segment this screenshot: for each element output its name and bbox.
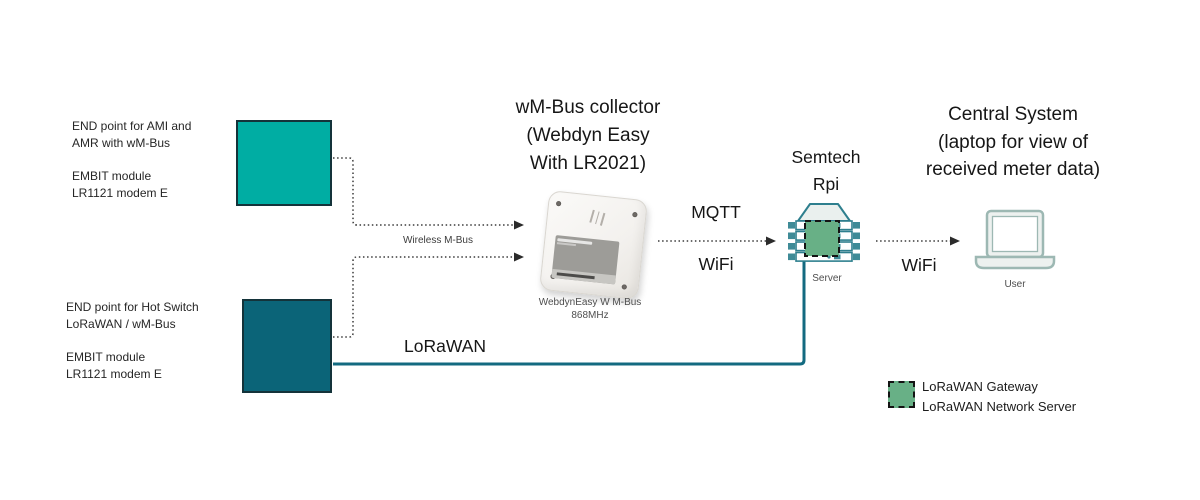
endpoint-hot-line1: END point for Hot Switch: [66, 300, 199, 314]
legend-line1: LoRaWAN Gateway: [922, 379, 1038, 394]
central-title-line1: Central System: [948, 104, 1078, 125]
endpoint-hotswitch-note: END point for Hot Switch LoRaWAN / wM-Bu…: [66, 299, 199, 382]
wmbus-collector-device-icon: [539, 190, 648, 300]
wireless-mbus-arrow-lower: [333, 256, 515, 338]
endpoint-hot-line4: LR1121 modem E: [66, 366, 162, 381]
central-title-line2: (laptop for view of: [938, 131, 1088, 153]
legend-line2: LoRaWAN Network Server: [922, 399, 1077, 414]
collector-caption-line2: 868MHz: [571, 310, 609, 321]
spacer: [72, 151, 191, 168]
collector-title-line1: wM-Bus collector: [515, 97, 661, 118]
lorawan-gateway-square: [804, 220, 840, 257]
screw-icon: [632, 211, 638, 218]
mqtt-label: MQTT: [691, 202, 741, 222]
wifi-label-2: WiFi: [901, 255, 937, 275]
screw-icon: [555, 200, 562, 207]
spacer: [66, 332, 199, 349]
arrowhead-wifi: [950, 236, 960, 246]
wifi-label-1: WiFi: [698, 254, 734, 274]
vent-lines-icon: [589, 209, 605, 226]
lorawan-label: LoRaWAN: [404, 336, 487, 356]
endpoint-hot-line3: EMBIT module: [66, 350, 146, 364]
user-caption: User: [1004, 279, 1026, 290]
central-title-line3: received meter data): [925, 159, 1101, 180]
server-caption: Server: [812, 273, 842, 284]
panel-label-line: [557, 242, 577, 247]
endpoint-ami-line3: EMBIT module: [72, 169, 152, 183]
device-label-panel: [551, 235, 620, 285]
collector-title: wM-Bus collector (Webdyn Easy With LR202…: [468, 94, 708, 178]
semtech-title: Semtech Rpi: [766, 144, 886, 198]
arrowhead-upper: [514, 220, 524, 230]
endpoint-ami-line4: LR1121 modem E: [72, 185, 168, 200]
collector-caption-line1: WebdynEasy W M-Bus: [538, 297, 642, 308]
screw-icon: [621, 284, 628, 290]
wireless-mbus-label: Wireless M-Bus: [402, 235, 473, 246]
endpoint-ami-box: [236, 120, 332, 206]
collector-title-line3: With LR2021): [529, 153, 647, 174]
semtech-title-line1: Semtech: [791, 147, 861, 167]
arrowhead-lower: [514, 252, 524, 262]
central-title: Central System (laptop for view of recei…: [883, 101, 1143, 184]
endpoint-ami-line1: END point for AMI and: [72, 119, 192, 133]
semtech-title-line2: Rpi: [812, 174, 840, 194]
endpoint-ami-note: END point for AMI and AMR with wM-Bus EM…: [72, 118, 191, 201]
server-icon: [788, 203, 860, 262]
collector-title-line2: (Webdyn Easy: [526, 125, 650, 146]
legend-swatch: [888, 381, 915, 408]
endpoint-hot-line2: LoRaWAN / wM-Bus: [66, 316, 176, 331]
endpoint-ami-line2: AMR with wM-Bus: [72, 135, 171, 150]
collector-caption: WebdynEasy W M-Bus 868MHz: [515, 296, 665, 322]
arrowhead-mqtt: [766, 236, 776, 246]
legend-text: LoRaWAN Gateway LoRaWAN Network Server: [922, 377, 1076, 417]
endpoint-hotswitch-box: [242, 299, 332, 393]
laptop-icon: [974, 209, 1056, 270]
